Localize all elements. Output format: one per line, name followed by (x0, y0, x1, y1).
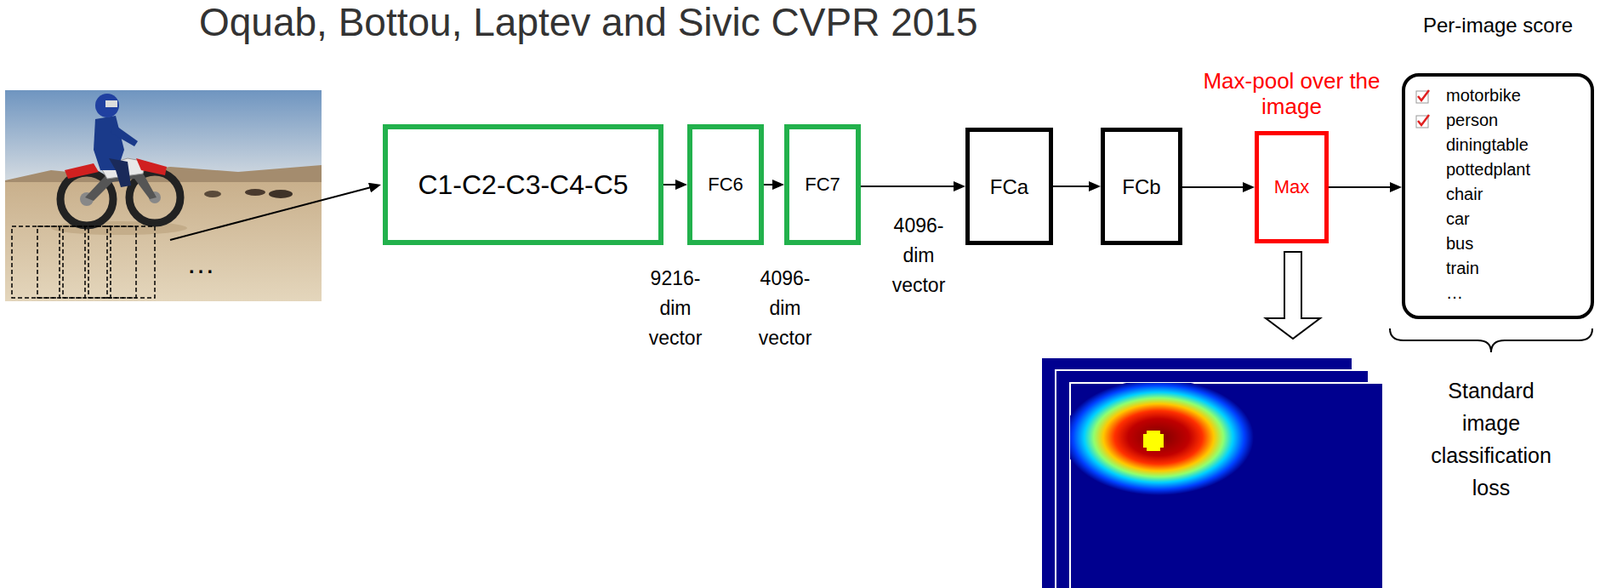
max-pool-box: Max-pool over the imageMax (1254, 130, 1329, 244)
heatmap-blob (1070, 382, 1254, 496)
adaptation-layer-box: FCb (1100, 127, 1183, 245)
checkbox (1416, 115, 1429, 128)
conv-layers-box: C1-C2-C3-C4-C5 (382, 124, 664, 245)
region-window (88, 226, 137, 298)
layer-name: FCb (1121, 174, 1161, 200)
class-name: person (1446, 108, 1531, 133)
fc-layer-box: FC6 (687, 124, 764, 245)
max-location-marker (1143, 430, 1164, 451)
arrow-connector (763, 183, 780, 186)
rider-arm (110, 124, 138, 147)
bike-fender (64, 163, 99, 179)
check (1417, 114, 1430, 126)
region-windows (11, 226, 155, 298)
adaptation-layer-box: FCa (965, 127, 1054, 245)
heatmap (1070, 382, 1254, 496)
class-name: pottedplant (1446, 157, 1531, 183)
layer-name: Max (1274, 176, 1310, 199)
dimension-label: 4096- dim vector (892, 210, 946, 301)
node-content: motorbikepersondiningtablepottedplantcha… (1446, 83, 1531, 306)
photo-vehicle (268, 189, 293, 199)
arrow-connector (1182, 186, 1250, 188)
node-content: Max (1274, 176, 1310, 199)
class-name: motorbike (1446, 83, 1531, 109)
bike-fender (136, 158, 167, 176)
brace (1389, 328, 1593, 353)
arrow-connector (860, 185, 961, 188)
node-content: FCb (1121, 174, 1161, 200)
photo (5, 90, 322, 302)
photo-sand (5, 182, 322, 302)
rider-goggles (105, 100, 118, 108)
arrow-connector (1053, 185, 1096, 188)
checkbox (1416, 91, 1429, 103)
layer-name: FC7 (804, 173, 841, 196)
class-name: chair (1446, 182, 1531, 207)
class-name: diningtable (1446, 132, 1531, 158)
checkmark (1415, 88, 1431, 104)
score-list-box: Per-image scoremotorbikepersondiningtabl… (1401, 73, 1595, 319)
node-content: FCa (990, 174, 1029, 200)
node-content: C1-C2-C3-C4-C5 (417, 168, 628, 201)
layer-name: C1-C2-C3-C4-C5 (417, 168, 628, 201)
checkmark (1415, 113, 1431, 129)
class-name: bus (1446, 231, 1531, 257)
loss-label: Standard image classification loss (1430, 374, 1552, 504)
region-window (37, 226, 86, 298)
region-window (62, 226, 111, 298)
check (1417, 90, 1430, 101)
layer-name: FCa (990, 174, 1029, 200)
fc-layer-box: FC7 (784, 124, 861, 245)
node-content: FC7 (804, 173, 841, 196)
node-content: FC6 (707, 173, 744, 196)
class-name: train (1446, 256, 1531, 281)
max-pool-heading: Max-pool over the image (1202, 68, 1382, 120)
rider-leg (108, 158, 131, 188)
dimension-label: 4096- dim vector (758, 263, 813, 354)
region-window (107, 226, 155, 298)
photo-vehicle (244, 188, 266, 196)
region-window (11, 226, 60, 298)
rider-helmet (95, 93, 120, 118)
dimension-label: 9216- dim vector (649, 263, 703, 354)
input-arrow (170, 186, 376, 241)
class-name: car (1446, 206, 1531, 232)
layer-name: FC6 (707, 173, 744, 196)
arrow-connector (1328, 186, 1397, 188)
arrow-connector (663, 183, 683, 186)
class-name: … (1446, 280, 1531, 306)
ellipsis-label: … (186, 248, 216, 278)
diagram-title: Oquab, Bottou, Laptev and Sivic CVPR 201… (199, 0, 978, 45)
hollow-down-arrow (1265, 251, 1321, 339)
photo-vehicle (204, 190, 222, 198)
score-heading: Per-image score (1423, 13, 1573, 38)
